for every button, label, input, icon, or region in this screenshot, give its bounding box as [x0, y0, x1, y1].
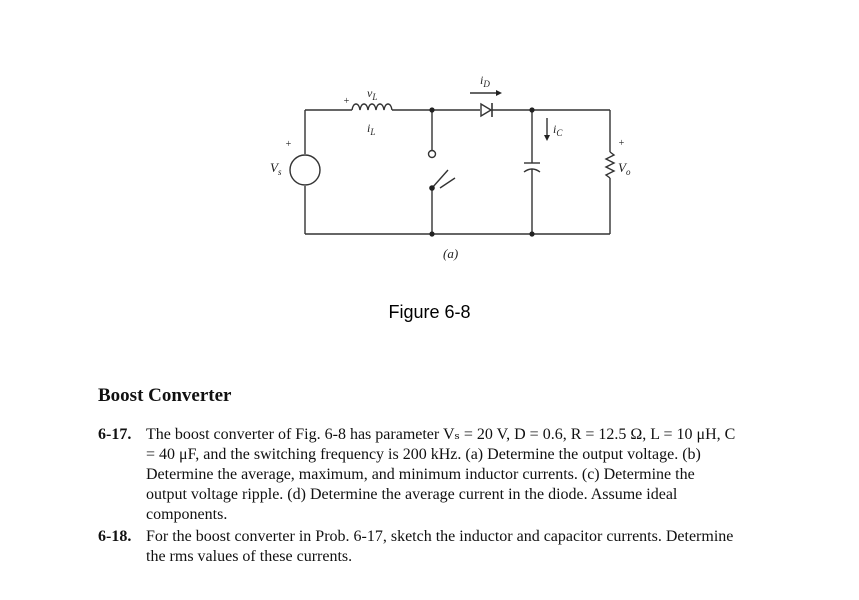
- node-switch-bottom: [429, 231, 435, 237]
- problem-6-18: 6-18. For the boost converter in Prob. 6…: [98, 527, 738, 567]
- problem-number: 6-17.: [98, 426, 132, 443]
- resistor-symbol: [604, 151, 616, 179]
- switch-blade: [431, 169, 449, 189]
- node-switch-top: [429, 107, 435, 113]
- id-arrow-head: [496, 90, 502, 96]
- figure-caption: Figure 6-8: [388, 302, 471, 322]
- vo-plus-label: +: [618, 138, 625, 149]
- node-cap-top: [529, 107, 535, 113]
- boost-converter-circuit-diagram: + Vs + vL iL iD iC + Vo (a): [270, 73, 631, 261]
- switch-contact-top: [427, 149, 437, 159]
- problem-text: The boost converter of Fig. 6-8 has para…: [146, 426, 736, 523]
- vo-label: Vo: [618, 160, 631, 177]
- section-title: Boost Converter: [98, 385, 232, 406]
- vl-plus-label: +: [343, 96, 350, 107]
- voltage-source-symbol: [289, 154, 321, 186]
- problem-number: 6-18.: [98, 528, 132, 545]
- ic-arrow-head: [544, 135, 550, 141]
- vs-label: Vs: [270, 160, 282, 177]
- vl-label: vL: [367, 86, 377, 102]
- problem-text: For the boost converter in Prob. 6-17, s…: [146, 528, 734, 565]
- id-label: iD: [480, 73, 490, 89]
- ic-label: iC: [553, 122, 563, 138]
- switch-arrow: [439, 177, 456, 189]
- node-cap-bottom: [529, 231, 535, 237]
- problem-6-17: 6-17. The boost converter of Fig. 6-8 ha…: [98, 425, 738, 525]
- switch-contact-bottom: [429, 185, 435, 191]
- inductor-symbol: [351, 103, 393, 111]
- diode-triangle: [480, 102, 493, 118]
- il-label: iL: [367, 121, 375, 137]
- figure-part-label: (a): [443, 246, 458, 261]
- vs-plus-label: +: [285, 139, 292, 150]
